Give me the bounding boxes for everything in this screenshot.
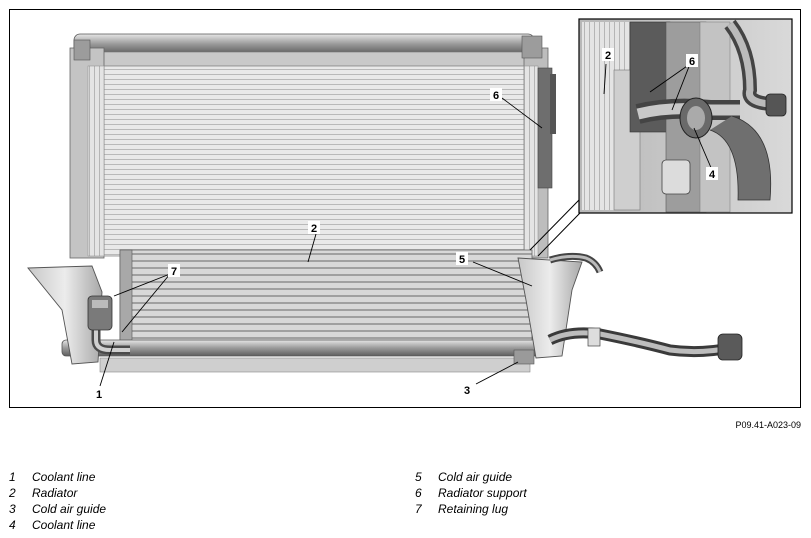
callout-1: 1 bbox=[96, 389, 102, 401]
condenser-section bbox=[119, 249, 533, 347]
radiator-support bbox=[537, 67, 553, 189]
inset-callout-6: 6 bbox=[689, 56, 695, 68]
inset-callout-2: 2 bbox=[605, 50, 611, 62]
detail-inset bbox=[578, 18, 793, 214]
leader-lines bbox=[99, 63, 713, 387]
callout-6: 6 bbox=[493, 90, 499, 102]
bottom-crossmember bbox=[61, 339, 563, 357]
callout-5: 5 bbox=[459, 254, 465, 266]
callout-2: 2 bbox=[311, 223, 317, 235]
cold-air-guide-right bbox=[517, 257, 583, 359]
cold-air-guide-left bbox=[27, 265, 103, 365]
figure-reference: P09.41-A023-09 bbox=[735, 420, 801, 430]
radiator-diagram: 1 2 3 4 5 6 7 2 6 bbox=[9, 9, 801, 408]
callout-7: 7 bbox=[171, 266, 177, 278]
callout-4: 4 bbox=[709, 169, 716, 181]
radiator-illustration: 1 2 3 4 5 6 7 2 6 bbox=[27, 18, 793, 401]
callout-3: 3 bbox=[464, 385, 470, 397]
